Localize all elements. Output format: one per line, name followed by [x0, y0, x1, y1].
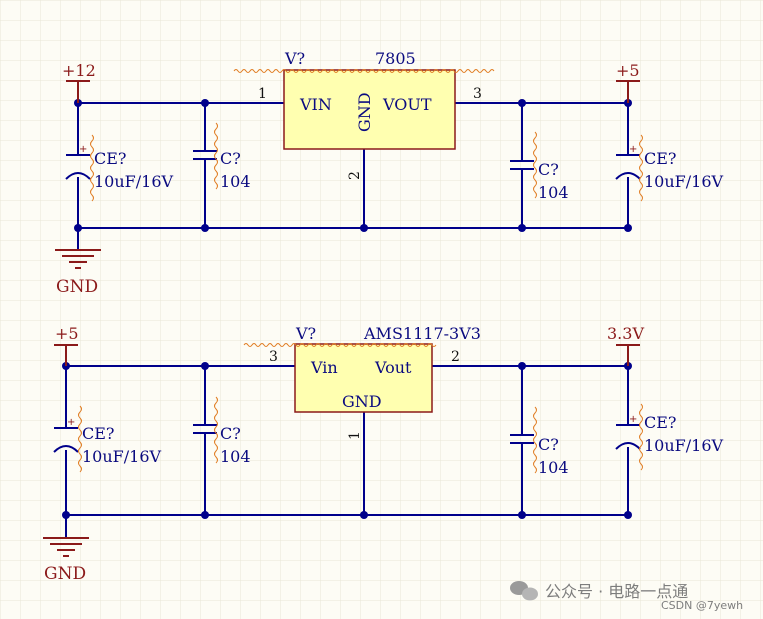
top-regulator-in-pin: VIN — [299, 95, 332, 114]
bottom-c-in-designator: C? — [220, 424, 241, 443]
bottom-circuit: +5 3.3V GND V? AMS1117-3V3 Vin Vout GND … — [43, 324, 724, 584]
top-regulator-designator: V? — [284, 49, 305, 68]
bottom-regulator-out-pin: Vout — [374, 358, 412, 377]
top-gnd-symbol — [55, 249, 101, 269]
top-regulator-gnd-pin: GND — [355, 92, 374, 132]
bottom-wires — [65, 365, 629, 538]
top-wires — [77, 102, 629, 250]
watermark-channel: 公众号 · 电路一点通 — [545, 582, 689, 601]
bottom-ce-out-symbol: + — [615, 403, 643, 471]
svg-text:+: + — [629, 414, 637, 425]
top-regulator-in-num: 1 — [258, 86, 267, 102]
bottom-vout-port — [616, 344, 640, 366]
bottom-ce-in-designator: CE? — [82, 424, 115, 443]
top-ce-out-designator: CE? — [644, 149, 677, 168]
top-vin-port — [66, 80, 90, 103]
top-c-out-value: 104 — [538, 183, 569, 202]
top-ce-in-symbol: + — [65, 134, 94, 202]
top-circuit: +12 +5 GND V? 7805 VIN VOUT GND 1 3 2 + — [55, 49, 724, 297]
svg-text:+: + — [629, 144, 637, 155]
bottom-regulator-out-num: 2 — [451, 349, 460, 365]
svg-text:+: + — [79, 144, 87, 155]
top-regulator-gnd-num: 2 — [347, 171, 363, 180]
top-ce-out-symbol: + — [615, 134, 643, 202]
top-vin-label: +12 — [62, 61, 96, 80]
bottom-regulator-body — [294, 343, 433, 413]
bottom-regulator-in-pin: Vin — [310, 358, 338, 377]
bottom-c-in-value: 104 — [220, 447, 251, 466]
top-regulator-squiggle — [233, 69, 495, 73]
bottom-regulator-squiggle — [243, 343, 437, 347]
bottom-regulator-gnd-pin: GND — [342, 392, 382, 411]
top-c-in-designator: C? — [220, 149, 241, 168]
bottom-vin-label: +5 — [55, 324, 79, 343]
top-ce-in-value: 10uF/16V — [94, 172, 174, 191]
bottom-vin-port — [54, 344, 78, 366]
bottom-regulator-part: AMS1117-3V3 — [363, 324, 481, 343]
top-vout-port — [616, 80, 640, 103]
bottom-c-out-symbol — [510, 406, 537, 474]
bottom-regulator-designator: V? — [295, 324, 316, 343]
bottom-gnd-symbol — [43, 537, 89, 557]
top-ce-out-value: 10uF/16V — [644, 172, 724, 191]
bottom-c-out-designator: C? — [538, 435, 559, 454]
wechat-logo-icon — [510, 581, 538, 601]
bottom-regulator-gnd-num: 1 — [347, 431, 363, 440]
top-junctions — [74, 99, 632, 232]
top-c-in-symbol — [193, 122, 218, 190]
top-ce-in-designator: CE? — [94, 149, 127, 168]
top-regulator-body — [283, 69, 456, 150]
top-vout-label: +5 — [616, 61, 640, 80]
bottom-ce-in-symbol: + — [53, 405, 82, 473]
top-c-in-value: 104 — [220, 172, 251, 191]
watermark-credit: CSDN @7yewh — [661, 599, 744, 612]
bottom-c-out-value: 104 — [538, 458, 569, 477]
top-regulator-part: 7805 — [375, 49, 416, 68]
top-gnd-label: GND — [56, 277, 98, 297]
bottom-c-in-symbol — [193, 396, 218, 464]
bottom-gnd-label: GND — [44, 564, 86, 584]
bottom-vout-label: 3.3V — [607, 324, 644, 343]
top-regulator-out-pin: VOUT — [382, 95, 432, 114]
bottom-ce-in-value: 10uF/16V — [82, 447, 162, 466]
top-c-out-designator: C? — [538, 160, 559, 179]
bottom-regulator-in-num: 3 — [269, 349, 278, 365]
top-regulator-out-num: 3 — [473, 86, 482, 102]
svg-text:+: + — [67, 417, 75, 428]
top-c-out-symbol — [510, 131, 537, 199]
bottom-ce-out-designator: CE? — [644, 413, 677, 432]
bottom-ce-out-value: 10uF/16V — [644, 436, 724, 455]
